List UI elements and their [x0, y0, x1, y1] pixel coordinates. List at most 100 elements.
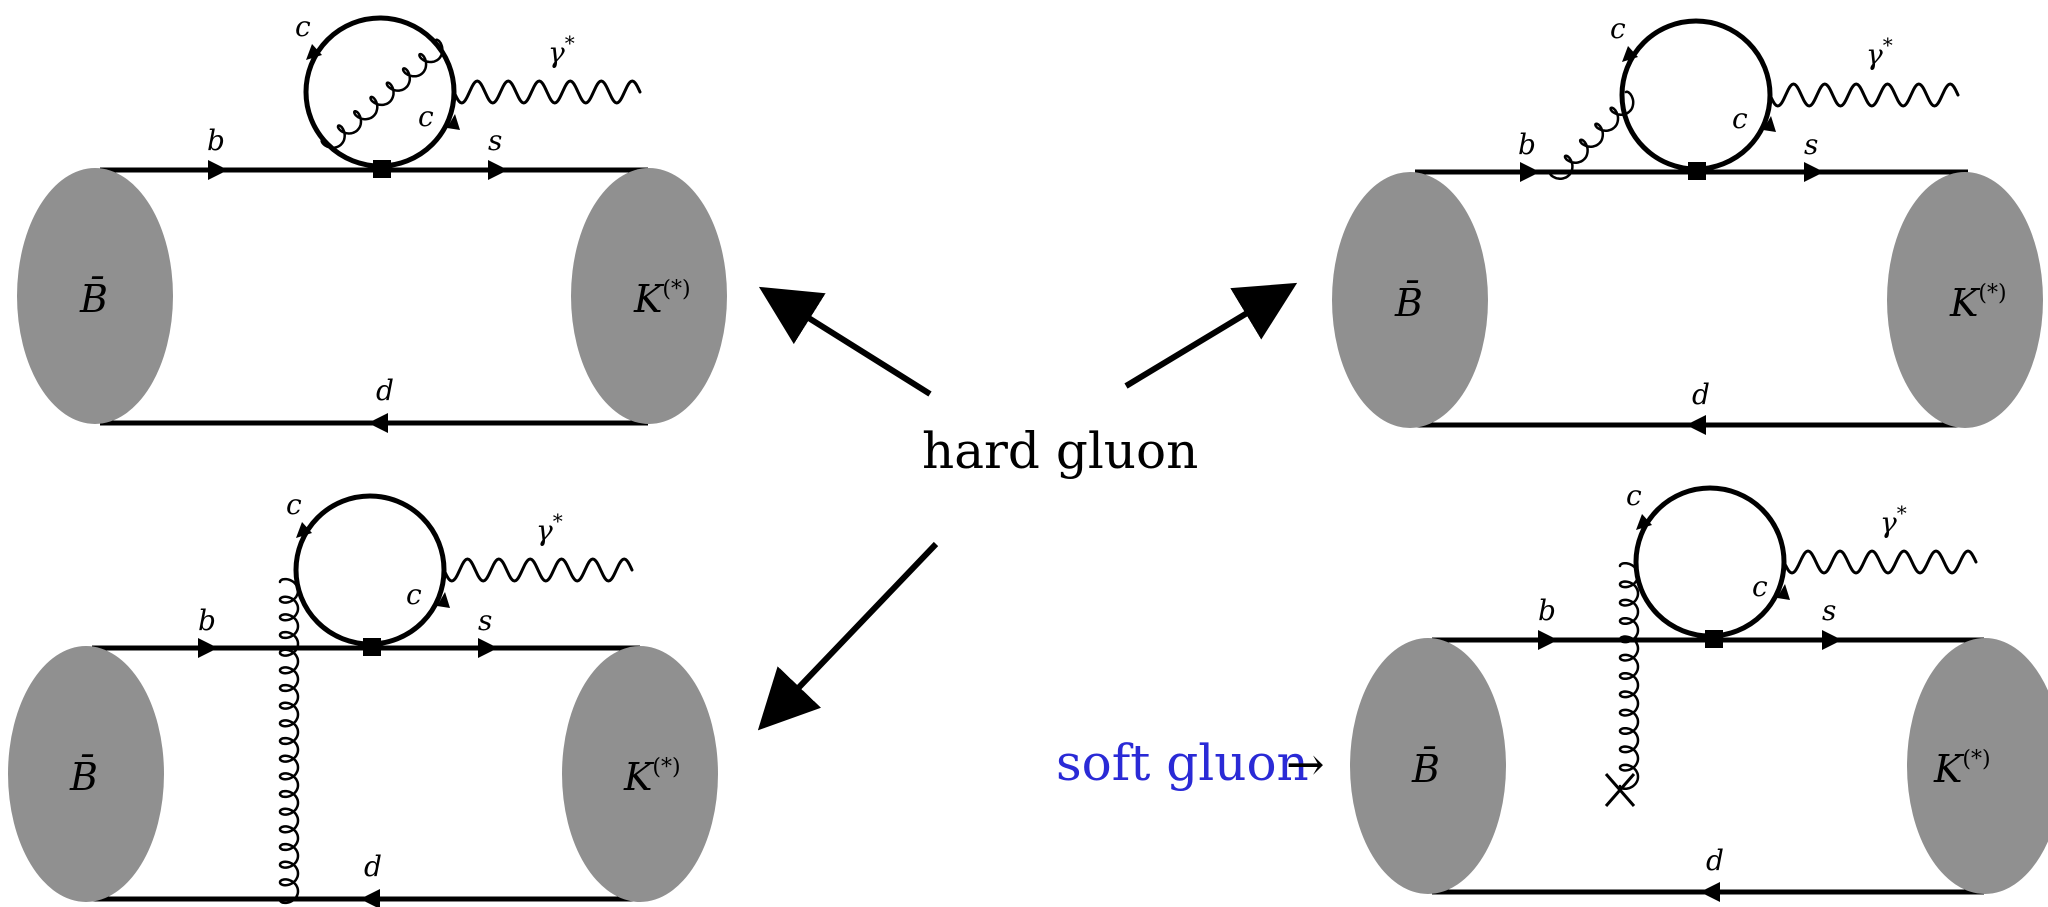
charm-arrow-right — [437, 592, 450, 608]
meson-b-blob — [1332, 172, 1488, 428]
charm-arrow-left — [306, 44, 322, 60]
label-photon: γ* — [548, 31, 575, 69]
label-k-main: K — [1949, 281, 1981, 325]
quark-arrow-d — [368, 413, 388, 433]
charm-arrow-right — [1763, 116, 1776, 132]
photon-wave — [442, 557, 634, 583]
vertex-square — [373, 160, 391, 178]
label-d: d — [364, 850, 382, 883]
label-photon-main: γ — [1880, 506, 1897, 539]
soft-gluon-cross — [1604, 773, 1636, 807]
label-b: b — [1538, 594, 1556, 627]
quark-arrow-s — [1822, 630, 1842, 650]
photon-wave — [452, 79, 642, 105]
label-k-sup: (*) — [662, 277, 690, 302]
label-b: b — [198, 604, 216, 637]
label-s: s — [1822, 594, 1836, 627]
gluon-curl — [320, 38, 444, 150]
gluon-soft-path — [1618, 561, 1640, 791]
label-k: K(*) — [623, 755, 681, 799]
meson-k-blob — [1907, 638, 2048, 894]
quark-arrow-s — [488, 160, 508, 180]
label-c-top: c — [286, 488, 302, 521]
label-b-bar: B̄ — [1394, 281, 1423, 325]
label-k: K(*) — [633, 277, 691, 321]
label-b: b — [1518, 128, 1536, 161]
label-c-right: c — [1752, 570, 1768, 603]
quark-arrow-s — [478, 638, 498, 658]
quark-arrow-s — [1804, 162, 1824, 182]
label-photon-sup: * — [553, 509, 563, 533]
meson-b-blob — [8, 646, 164, 902]
label-d: d — [1706, 844, 1724, 877]
label-d: d — [376, 374, 394, 407]
charm-loop — [1619, 18, 1773, 172]
label-s: s — [488, 124, 502, 157]
hard-gluon-label: hard gluon — [922, 422, 1198, 480]
photon-wave — [1768, 82, 1960, 108]
label-b-bar: B̄ — [1411, 747, 1440, 791]
meson-b-blob — [17, 168, 173, 424]
charm-loop — [293, 493, 447, 647]
gluon-curl-path — [1548, 90, 1635, 180]
diagram-top-left: B̄ K(*) b s d c c γ* — [17, 10, 727, 433]
meson-k-blob — [1887, 172, 2043, 428]
charm-loop — [303, 15, 457, 169]
label-photon: γ* — [1880, 501, 1907, 539]
label-photon-main: γ — [536, 514, 553, 547]
quark-arrow-b — [208, 160, 228, 180]
label-photon-sup: * — [1883, 33, 1893, 57]
charm-arrow-left — [1622, 46, 1638, 62]
label-b-bar: B̄ — [79, 277, 108, 321]
label-k-sup: (*) — [652, 755, 680, 780]
charm-arrow-right — [447, 114, 460, 130]
label-k: K(*) — [1949, 281, 2007, 325]
gluon-vertical — [278, 577, 300, 905]
meson-b-blob — [1350, 638, 1506, 894]
label-photon: γ* — [536, 509, 563, 547]
quark-arrow-d — [360, 889, 380, 907]
photon-wave — [1782, 549, 1978, 575]
charm-arrow-right — [1777, 584, 1790, 600]
vertex-square — [363, 638, 381, 656]
charm-arrow-left — [1636, 514, 1652, 530]
label-d: d — [1692, 378, 1710, 411]
vertex-square — [1688, 162, 1706, 180]
charm-arrow-left — [296, 522, 312, 538]
soft-gluon-arrow: → — [1286, 737, 1325, 791]
label-s: s — [1804, 128, 1818, 161]
label-photon-main: γ — [548, 36, 565, 69]
label-c-right: c — [406, 578, 422, 611]
soft-gluon-label: soft gluon — [1056, 734, 1309, 792]
arrow-to-bottom-left — [757, 541, 939, 731]
photon-wave-path — [442, 557, 634, 583]
vertex-square — [1705, 630, 1723, 648]
arrow-to-top-left — [758, 286, 932, 397]
quark-arrow-d — [1686, 415, 1706, 435]
label-c-top: c — [295, 10, 311, 43]
charm-loop — [1633, 485, 1787, 639]
label-s: s — [478, 604, 492, 637]
label-k-sup: (*) — [1978, 281, 2006, 306]
photon-wave-path — [1768, 82, 1960, 108]
label-k-main: K — [623, 755, 655, 799]
diagram-bottom-right: B̄ K(*) b s d c c γ* — [1350, 479, 2048, 902]
meson-k-blob — [571, 168, 727, 424]
arrow-to-top-right — [1124, 282, 1298, 389]
label-photon-sup: * — [565, 31, 575, 55]
label-b: b — [207, 124, 225, 157]
label-photon: γ* — [1866, 33, 1893, 71]
photon-wave-path — [1782, 549, 1978, 575]
diagram-bottom-left: B̄ K(*) b s d c c γ* — [8, 488, 718, 907]
label-k-main: K — [1933, 747, 1965, 791]
gluon-soft — [1618, 561, 1640, 791]
photon-wave-path — [452, 79, 642, 105]
label-photon-sup: * — [1897, 501, 1907, 525]
label-c-top: c — [1610, 12, 1626, 45]
gluon-curl-path — [320, 38, 444, 150]
gluon-vertical-path — [278, 577, 300, 905]
quark-arrow-d — [1700, 882, 1720, 902]
meson-k-blob — [562, 646, 718, 902]
label-c-right: c — [1732, 102, 1748, 135]
